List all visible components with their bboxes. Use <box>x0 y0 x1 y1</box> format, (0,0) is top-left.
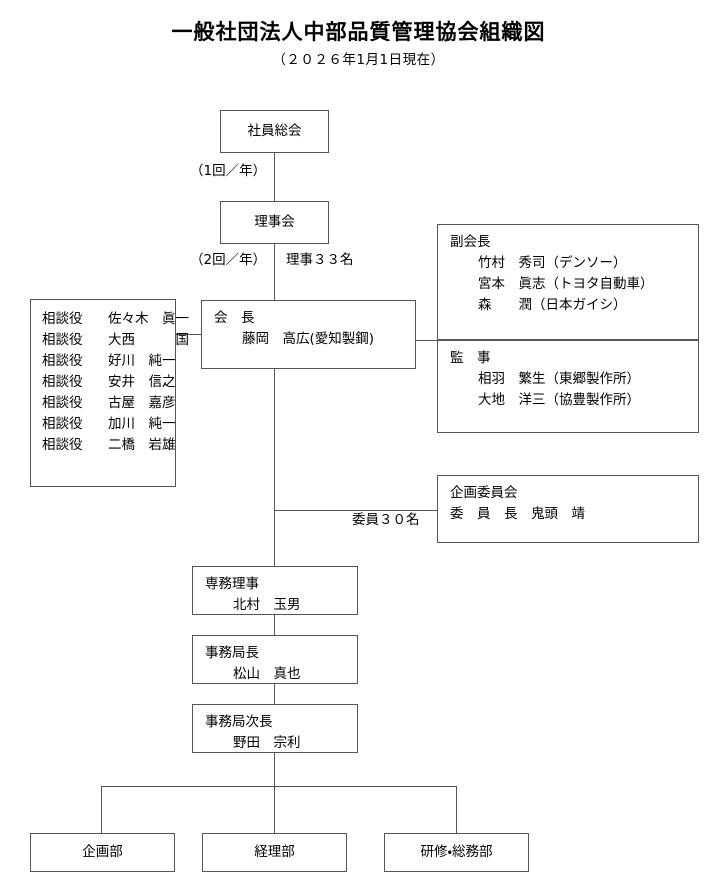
managing-director-title: 専務理事 <box>205 576 259 592</box>
node-advisors[interactable]: 相談役佐々木 眞一 相談役大西 国 相談役好川 純一 相談役安井 信之 相談役古… <box>30 299 189 487</box>
secretary-general-title: 事務局長 <box>205 645 259 661</box>
node-board-of-directors[interactable]: 理事会 <box>220 201 329 244</box>
chairman-name: 藤岡 高広(愛知製鋼) <box>242 330 375 347</box>
advisor-row-2: 相談役 大西 国 <box>42 330 189 351</box>
advisor-name-7: 二橋 岩雄 <box>108 436 176 453</box>
vice-chairmen-title: 副会長 <box>450 234 491 250</box>
advisor-role-2: 相談役 <box>42 331 83 348</box>
department-label-1: 企画部 <box>82 844 123 861</box>
advisor-row-3: 相談役 好川 純一 <box>42 351 176 372</box>
advisor-role-5: 相談役 <box>42 394 83 411</box>
advisor-row-1: 相談役 佐々木 眞一 <box>42 309 189 330</box>
advisor-name-3: 好川 純一 <box>108 352 176 369</box>
auditor-name-2: 大地 洋三（協豊製作所） <box>478 391 640 408</box>
node-deputy-secretary-general[interactable]: 事務局次長 野田 宗利 <box>192 704 358 753</box>
advisor-row-6: 相談役 加川 純一 <box>42 414 176 435</box>
vice-chairman-name-2: 宮本 眞志（トヨタ自動車） <box>478 275 654 292</box>
advisor-name-4: 安井 信之 <box>108 373 176 390</box>
node-department-accounting[interactable]: 経理部 <box>202 833 347 872</box>
node-department-training-general-affairs[interactable]: 研修・総務部 <box>384 833 529 872</box>
general-assembly-label: 社員総会 <box>247 123 302 140</box>
department-label-3: 研修・総務部 <box>420 844 493 861</box>
connector-assembly-board <box>274 152 275 201</box>
node-vice-chairmen[interactable]: 副会長 竹村 秀司（デンソー） 宮本 眞志（トヨタ自動車） 森 潤（日本ガイシ） <box>437 224 699 340</box>
connector-chairman-officers <box>415 340 437 341</box>
connector-deputy-departments <box>274 753 275 833</box>
node-department-planning[interactable]: 企画部 <box>30 833 175 872</box>
board-label: 理事会 <box>254 214 295 231</box>
chairman-title: 会 長 <box>214 310 255 326</box>
connector-board-chairman <box>274 243 275 301</box>
advisor-role-1: 相談役 <box>42 311 83 327</box>
vice-chairman-name-1: 竹村 秀司（デンソー） <box>478 254 627 271</box>
advisor-role-4: 相談役 <box>42 373 83 390</box>
connector-departments-bus <box>101 786 456 787</box>
advisor-row-4: 相談役 安井 信之 <box>42 372 176 393</box>
node-chairman[interactable]: 会 長 藤岡 高広(愛知製鋼) <box>201 300 416 369</box>
connector-chairman-trunk <box>274 368 275 566</box>
advisor-role-6: 相談役 <box>42 415 83 432</box>
page-subtitle: （２０２６年1月1日現在） <box>272 52 445 68</box>
deputy-secretary-general-name: 野田 宗利 <box>233 734 301 751</box>
advisor-name-1: 佐々木 眞一 <box>108 311 189 327</box>
advisor-row-7: 相談役 二橋 岩雄 <box>42 435 176 456</box>
connector-department-3-drop <box>456 786 457 833</box>
label-assembly-frequency: （1回／年） <box>190 163 267 180</box>
secretary-general-name: 松山 真也 <box>233 665 301 682</box>
connector-md-sg <box>274 615 275 635</box>
label-board-frequency: （2回／年） <box>190 252 267 269</box>
node-managing-director[interactable]: 専務理事 北村 玉男 <box>192 566 358 615</box>
managing-director-name: 北村 玉男 <box>233 596 301 613</box>
vice-chairman-name-3: 森 潤（日本ガイシ） <box>478 296 627 313</box>
advisor-name-6: 加川 純一 <box>108 415 176 432</box>
department-label-2: 経理部 <box>254 844 295 861</box>
connector-advisors-chairman <box>175 334 202 335</box>
node-auditors[interactable]: 監 事 相羽 繁生（東郷製作所） 大地 洋三（協豊製作所） <box>437 340 699 433</box>
advisor-role-7: 相談役 <box>42 436 83 453</box>
node-general-assembly[interactable]: 社員総会 <box>220 110 329 153</box>
deputy-secretary-general-title: 事務局次長 <box>205 714 273 730</box>
connector-trunk-planning-committee <box>274 510 437 511</box>
advisor-row-5: 相談役 古屋 嘉彦 <box>42 393 176 414</box>
label-directors-count: 理事３３名 <box>286 252 354 269</box>
connector-department-1-drop <box>101 786 102 833</box>
page-title: 一般社団法人中部品質管理協会組織図 <box>171 20 546 44</box>
advisor-name-2: 大西 国 <box>108 331 189 348</box>
node-planning-committee[interactable]: 企画委員会 委 員 長 鬼頭 靖 <box>437 475 699 543</box>
auditors-title: 監 事 <box>450 350 491 366</box>
auditor-name-1: 相羽 繁生（東郷製作所） <box>478 370 640 387</box>
planning-committee-chair: 委 員 長 鬼頭 靖 <box>450 505 585 522</box>
advisor-role-3: 相談役 <box>42 352 83 369</box>
label-committee-members-count: 委員３０名 <box>352 512 420 529</box>
advisor-name-5: 古屋 嘉彦 <box>108 394 176 411</box>
planning-committee-title: 企画委員会 <box>450 485 518 501</box>
node-secretary-general[interactable]: 事務局長 松山 真也 <box>192 635 358 684</box>
connector-sg-deputy <box>274 684 275 704</box>
